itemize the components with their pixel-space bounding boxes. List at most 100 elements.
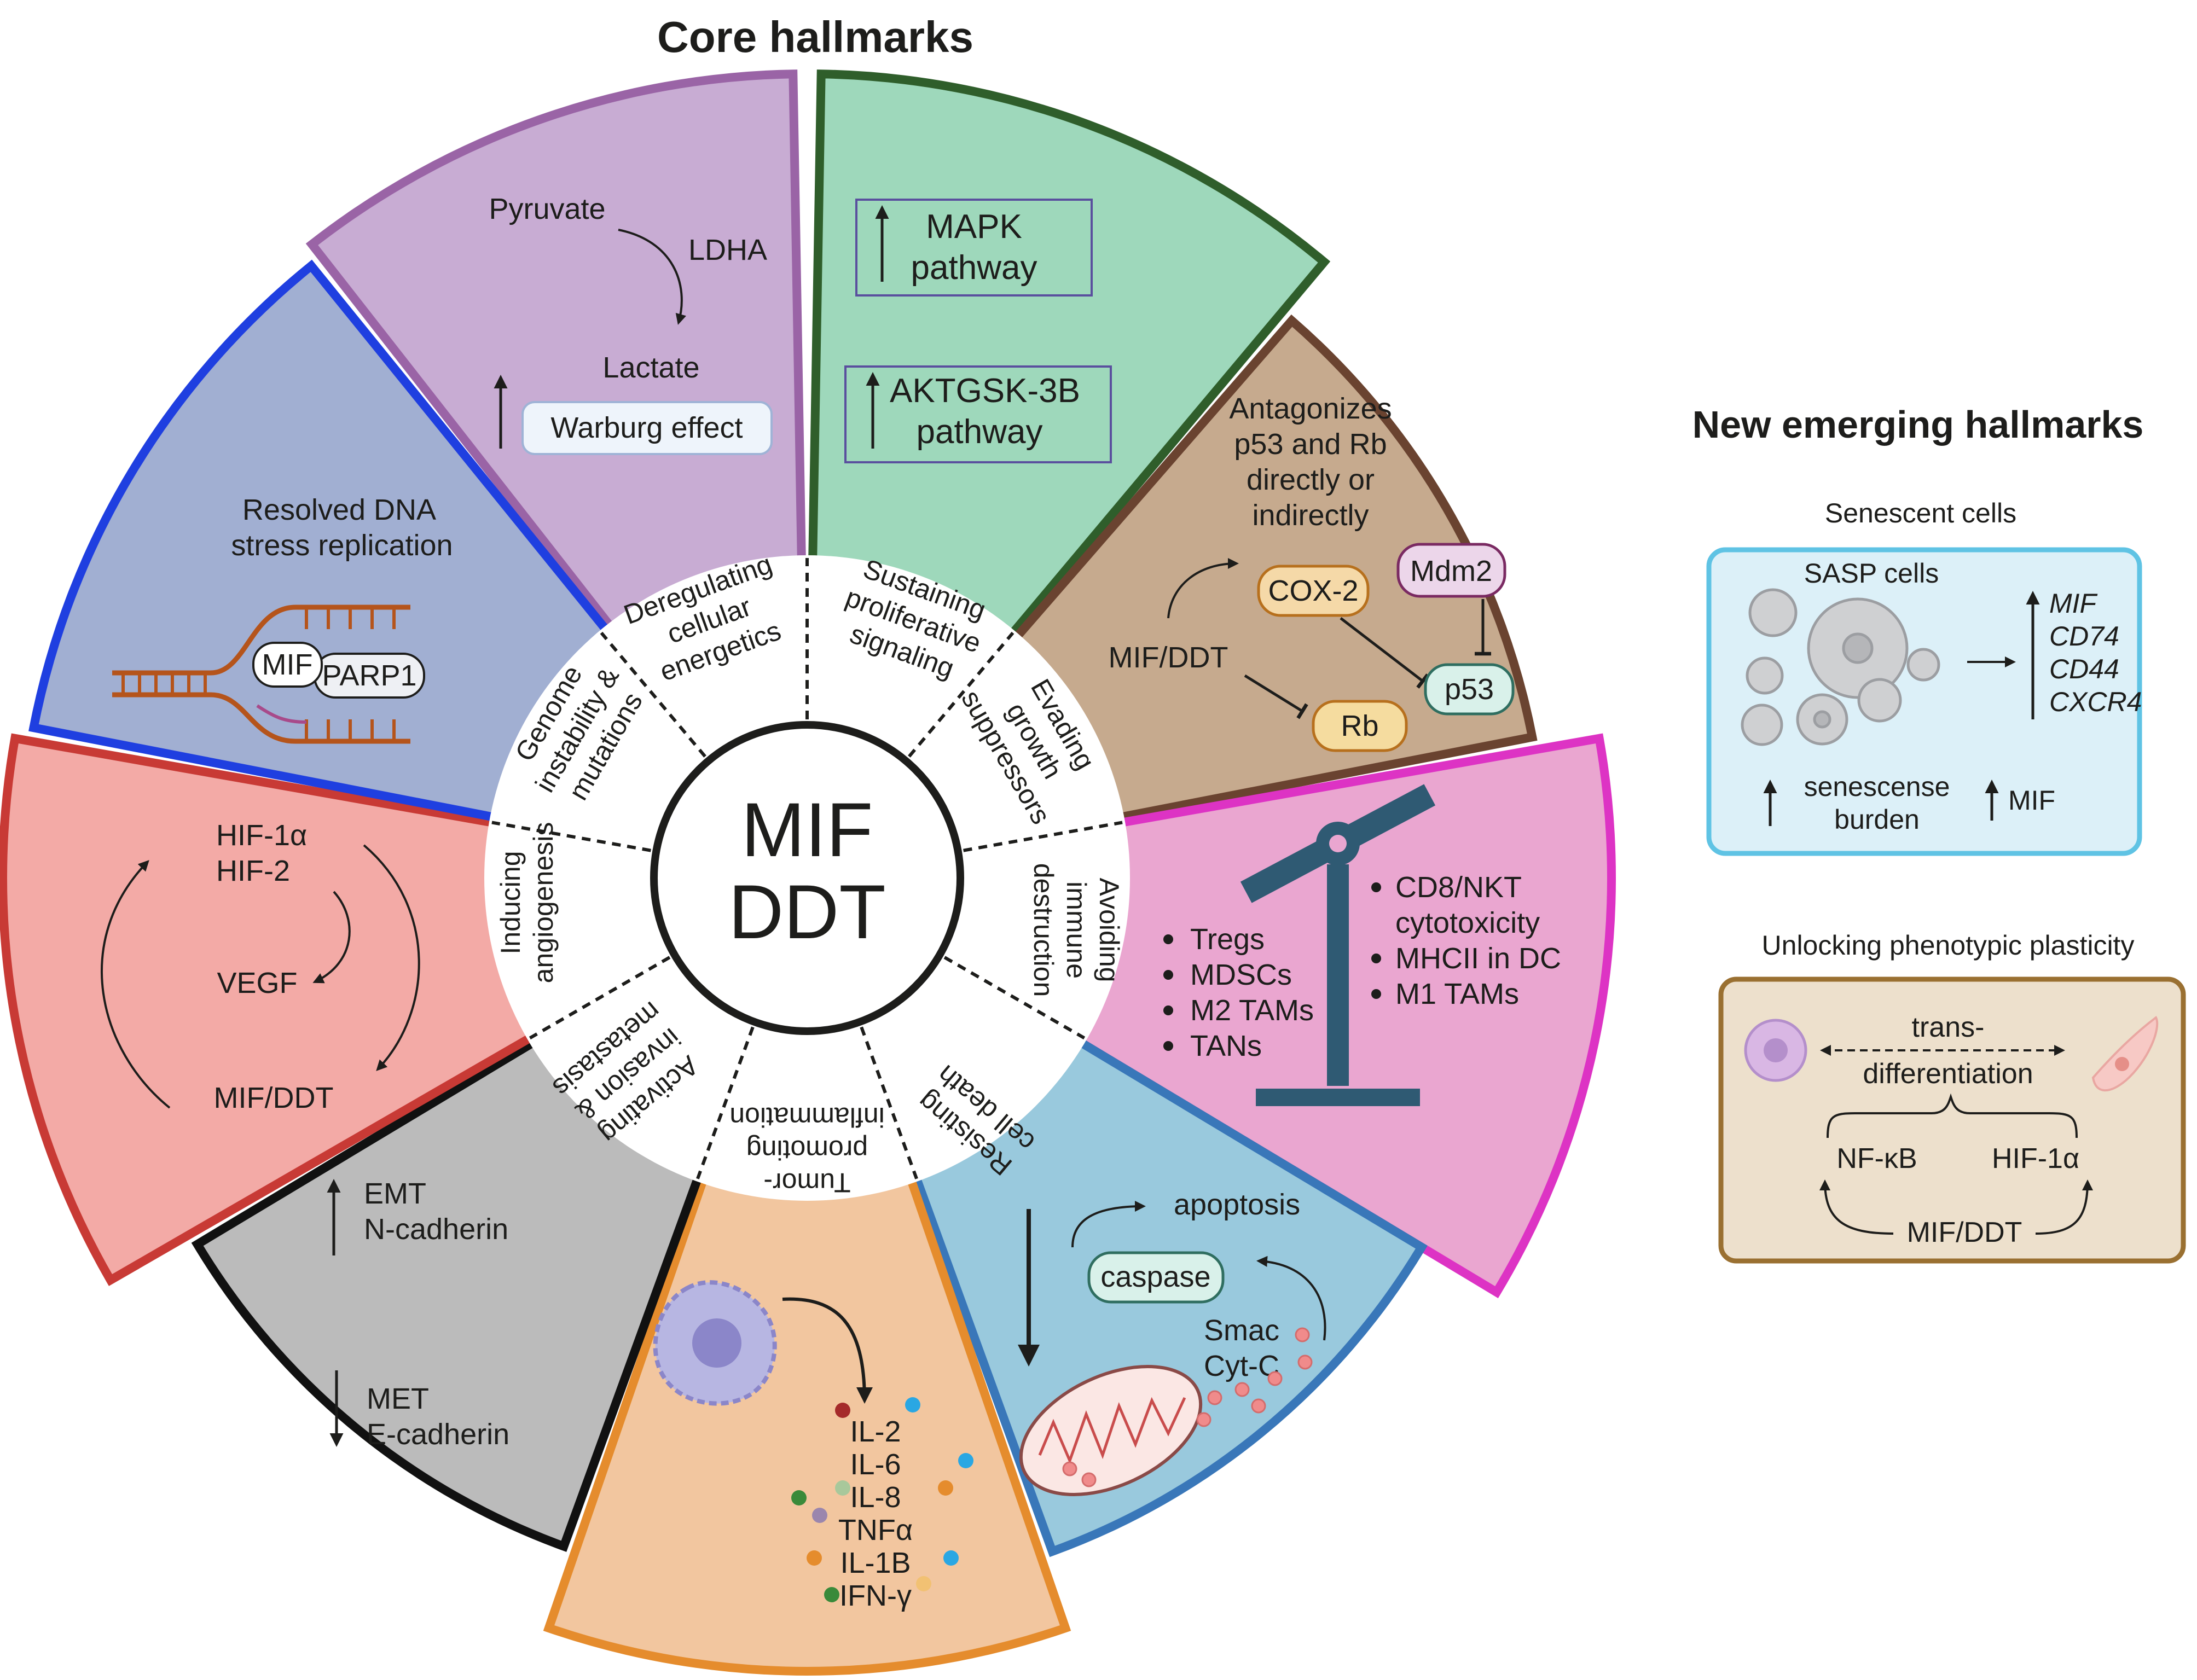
genome-mif-box bbox=[252, 642, 323, 688]
fibroblast-nucleus bbox=[2115, 1057, 2129, 1071]
trans-line1: trans- bbox=[1912, 1012, 1985, 1043]
angio-mif-label: MIF/DDT bbox=[214, 1082, 334, 1114]
plasticity-title: Unlocking phenotypic plasticity bbox=[1762, 930, 2135, 961]
scale-pivot-hole bbox=[1329, 835, 1347, 852]
energetics-content: Pyruvate LDHA Lactate Warburg effect bbox=[489, 193, 773, 455]
gene-cxcr4: CXCR4 bbox=[2049, 687, 2142, 717]
dna-rungs bbox=[121, 607, 396, 741]
immune-right-2: cytotoxicity bbox=[1395, 906, 1540, 939]
hif2-label: HIF-2 bbox=[216, 854, 290, 887]
growth-text-3: directly or bbox=[1247, 463, 1375, 496]
scale-base bbox=[1256, 1089, 1420, 1106]
pyruvate-lactate-arrow bbox=[618, 229, 687, 325]
divider-line bbox=[600, 631, 706, 758]
divider-line bbox=[696, 1026, 755, 1179]
akt-line2: pathway bbox=[917, 413, 1043, 451]
smac-caspase-arrow bbox=[1256, 1255, 1326, 1341]
cytokine-dot bbox=[835, 1480, 850, 1496]
caspase-label: caspase bbox=[1100, 1260, 1210, 1293]
macrophage-icon bbox=[653, 1280, 777, 1406]
inner-dividers bbox=[491, 558, 1123, 1179]
met-label: MET bbox=[367, 1382, 429, 1415]
label-angiogenesis-2: angiogenesis bbox=[528, 822, 559, 984]
cox2-label: COX-2 bbox=[1268, 574, 1358, 607]
sasp-cell bbox=[1746, 656, 1784, 695]
proliferative-content: MAPK pathway AKTGSK-3B pathway bbox=[844, 199, 1112, 463]
genome-mif-label: MIF bbox=[262, 648, 313, 681]
label-immune-3: destruction bbox=[1028, 863, 1059, 997]
cytokine-4: TNFα bbox=[838, 1514, 913, 1547]
divider-line bbox=[860, 1026, 918, 1179]
cytokine-dot bbox=[916, 1576, 931, 1591]
bullet bbox=[1163, 1005, 1173, 1015]
cytokine-dots bbox=[791, 1397, 973, 1602]
caspase-apoptosis-arrow bbox=[1071, 1201, 1146, 1248]
warburg-label: Warburg effect bbox=[550, 411, 743, 444]
released-factors bbox=[1062, 1327, 1313, 1487]
cytokine-1: IL-2 bbox=[850, 1415, 901, 1448]
label-immune-2: immune bbox=[1061, 881, 1092, 979]
cytokine-dot bbox=[835, 1403, 850, 1418]
mapk-box bbox=[855, 199, 1093, 297]
senescent-cells-icon bbox=[1741, 588, 1940, 746]
bullet bbox=[1163, 1041, 1173, 1051]
divider-line bbox=[963, 821, 1123, 852]
sasp-nucleus bbox=[1842, 632, 1874, 664]
cytokine-dot bbox=[938, 1480, 953, 1496]
senescent-panel: SASP cells MIF CD74 CD44 CXCR4 senescens… bbox=[1706, 547, 2142, 856]
cytokine-dot bbox=[812, 1508, 827, 1523]
mapk-line1: MAPK bbox=[926, 208, 1022, 246]
ncadherin-label: N-cadherin bbox=[364, 1213, 508, 1246]
cytokine-2: IL-6 bbox=[850, 1448, 901, 1481]
plasticity-panel: trans- differentiation NF-κB HIF-1α MIF/… bbox=[1718, 976, 2186, 1264]
pyruvate-label: Pyruvate bbox=[489, 193, 605, 225]
trans-bracket bbox=[1827, 1093, 2078, 1138]
growth-content: Antagonizes p53 and Rb directly or indir… bbox=[1109, 392, 1515, 752]
label-angiogenesis: Inducing angiogenesis bbox=[495, 822, 559, 984]
bullet bbox=[1163, 970, 1173, 980]
growth-text-1: Antagonizes bbox=[1229, 392, 1392, 425]
vegf-label: VEGF bbox=[217, 967, 297, 999]
mito-cristae bbox=[1038, 1397, 1186, 1464]
growth-text-2: p53 and Rb bbox=[1234, 428, 1387, 461]
cytokine-release-arrow bbox=[782, 1297, 873, 1404]
label-genome: Genome instability & mutations bbox=[509, 660, 648, 805]
cytokine-dot bbox=[824, 1587, 839, 1602]
bullet bbox=[1371, 954, 1381, 963]
fibroblast-icon bbox=[2091, 1015, 2159, 1092]
genome-text-2: stress replication bbox=[231, 529, 453, 562]
label-inflammation-1: Tumor- bbox=[763, 1167, 850, 1198]
factor-dot bbox=[1297, 1355, 1313, 1370]
scale-post bbox=[1327, 864, 1349, 1086]
center-mif: MIF bbox=[741, 787, 873, 873]
cytokine-dot bbox=[791, 1490, 807, 1505]
sasp-cell bbox=[1741, 704, 1783, 746]
immune-right-3: MHCII in DC bbox=[1395, 942, 1561, 975]
plasticity-hif-label: HIF-1α bbox=[1992, 1143, 2079, 1175]
bullet bbox=[1371, 882, 1381, 892]
immune-right-1: CD8/NKT bbox=[1395, 871, 1522, 904]
label-immune: Avoiding immune destruction bbox=[1028, 863, 1124, 997]
factor-dot bbox=[1062, 1461, 1077, 1476]
balance-scale-icon bbox=[1240, 784, 1436, 1106]
senescent-title: Senescent cells bbox=[1825, 498, 2016, 528]
factor-dot bbox=[1267, 1371, 1283, 1386]
caspase-box bbox=[1087, 1251, 1225, 1304]
divider-line bbox=[529, 956, 671, 1040]
cox2-p53-inhibit bbox=[1340, 617, 1429, 689]
immune-left-1: Tregs bbox=[1190, 923, 1265, 956]
burden-line2: burden bbox=[1834, 804, 1920, 835]
burden-line1: senescense bbox=[1804, 771, 1950, 802]
death-content: apoptosis caspase Smac Cyt-C bbox=[1018, 1188, 1326, 1496]
ldha-label: LDHA bbox=[688, 234, 767, 266]
label-inflammation-2: promoting bbox=[746, 1135, 868, 1165]
label-immune-1: Avoiding bbox=[1094, 878, 1124, 983]
sasp-label: SASP cells bbox=[1804, 558, 1939, 589]
bullet bbox=[1163, 934, 1173, 944]
akt-line1: AKTGSK-3B bbox=[890, 372, 1080, 410]
factor-dot bbox=[1251, 1398, 1266, 1414]
dna-fork-icon bbox=[112, 604, 410, 744]
mif-nfkb-arrow bbox=[1819, 1179, 1894, 1235]
cytc-label: Cyt-C bbox=[1204, 1350, 1279, 1382]
